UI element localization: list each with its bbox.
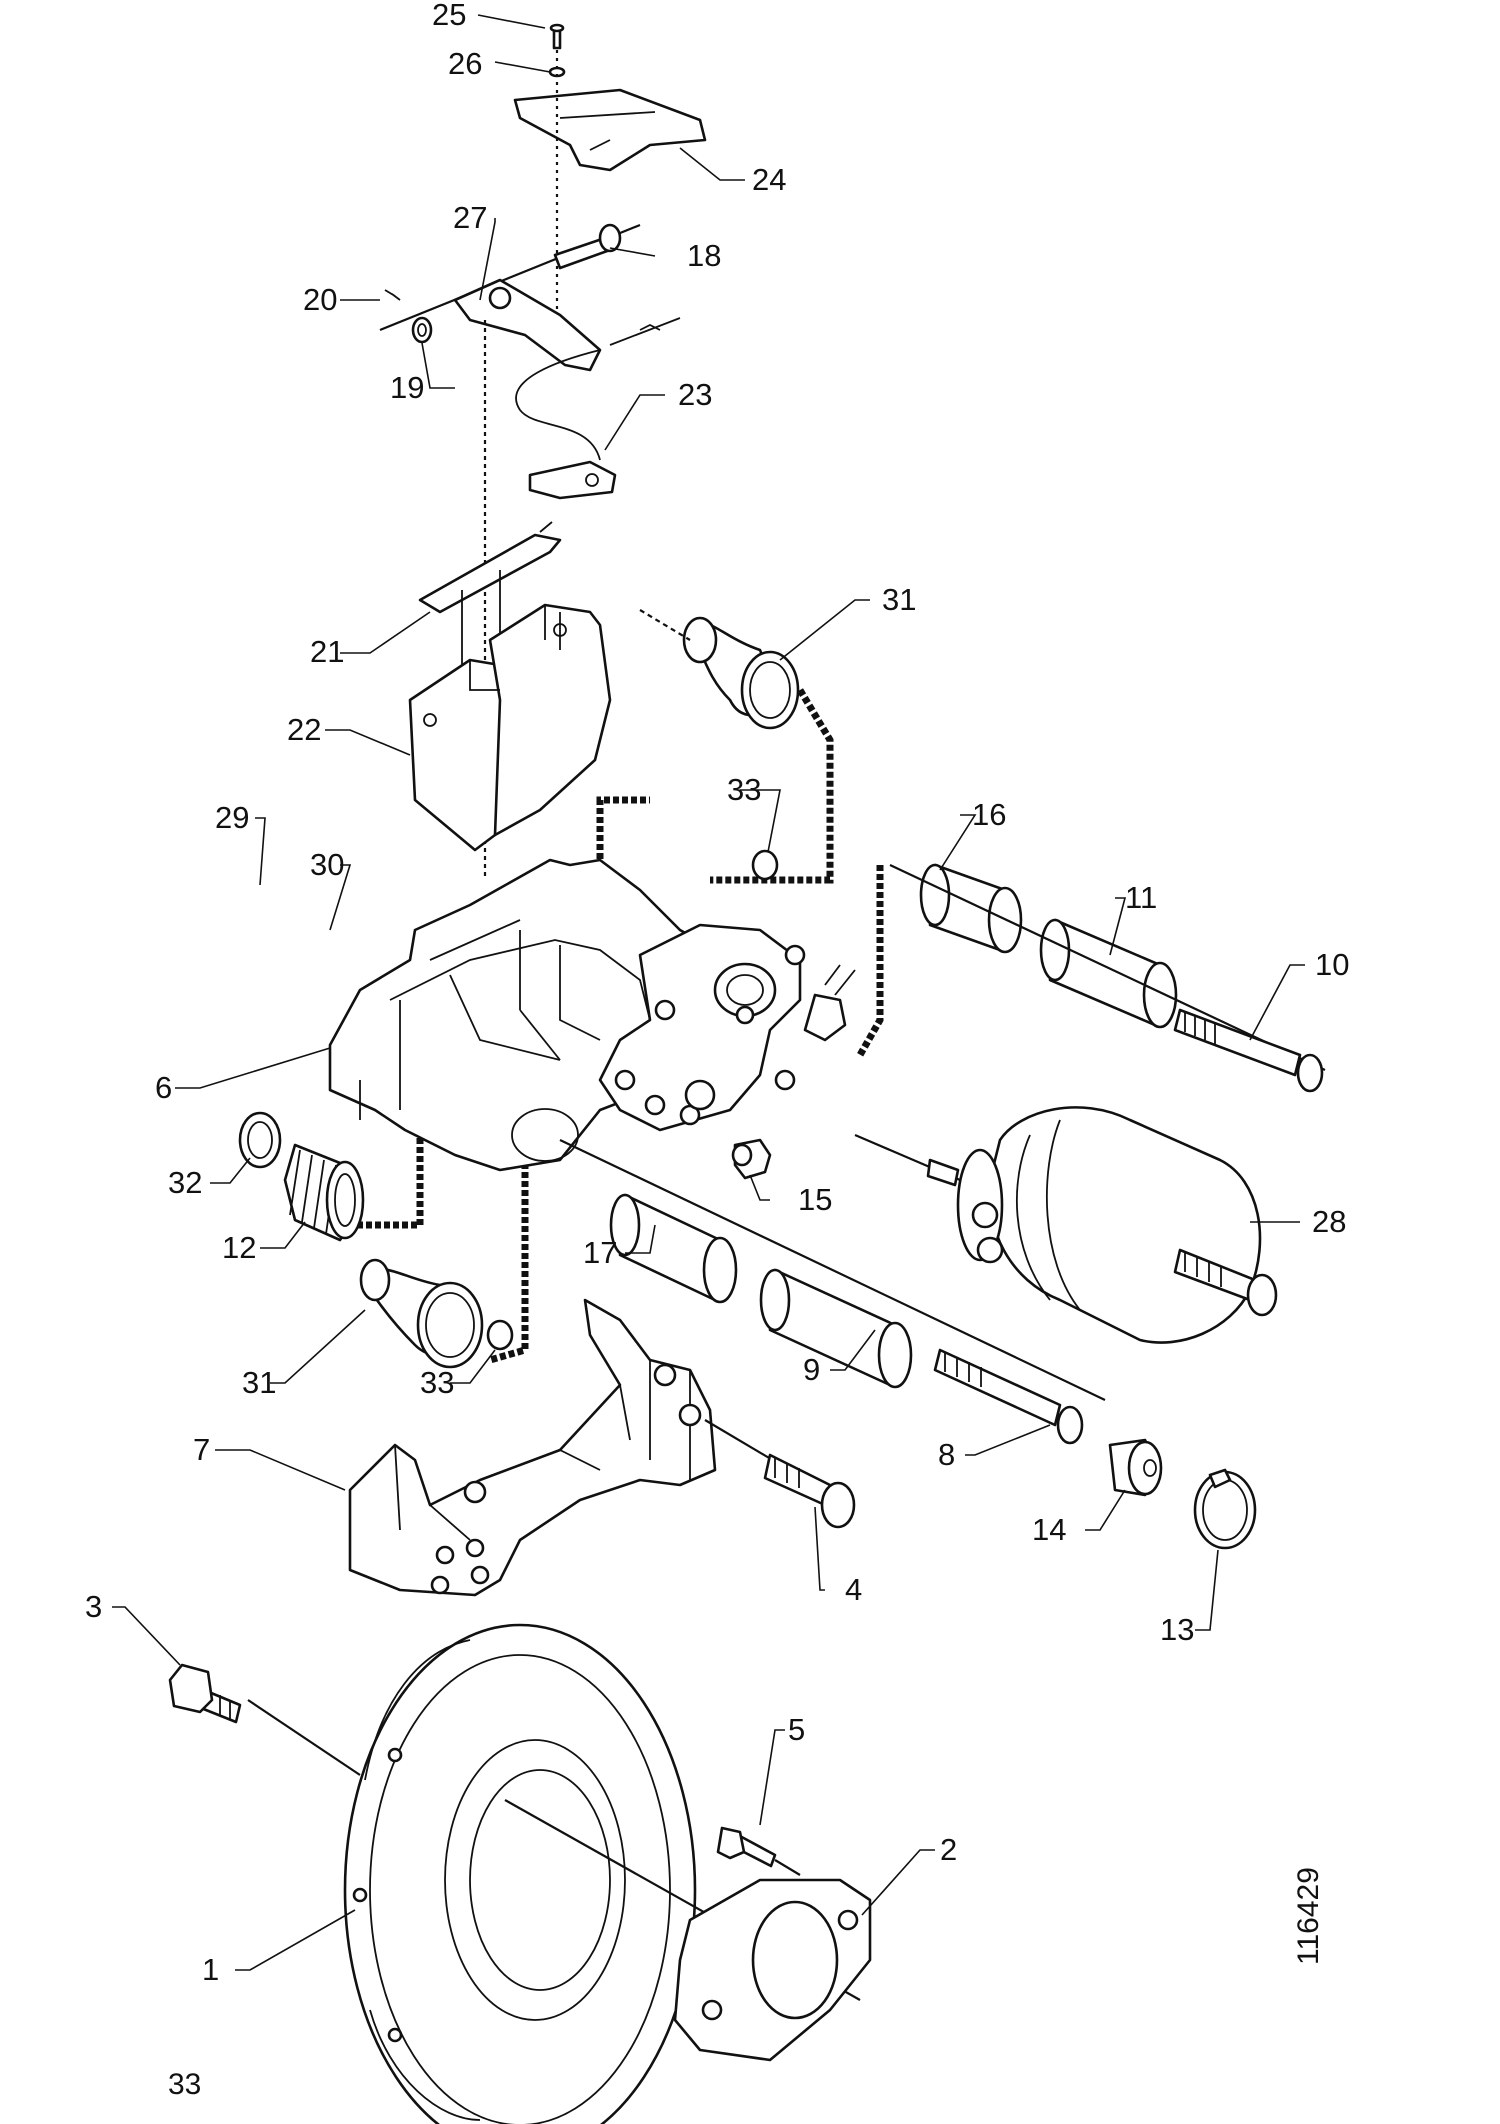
seal-ring-upper [751,849,779,881]
washer-and-clip [384,289,433,344]
callout-13: 13 [1160,1612,1194,1647]
callout-12: 12 [222,1230,256,1265]
callout-31a: 31 [882,582,916,617]
seal-ring-lower [486,1319,514,1351]
callout-33a: 33 [727,772,761,807]
dust-bellow-lower [359,1258,484,1369]
callout-1: 1 [202,1952,219,1987]
spring-clip [453,278,602,372]
callout-3: 3 [85,1589,102,1624]
pad-pin [379,223,641,332]
callout-24: 24 [752,162,786,197]
small-bolt [716,1826,801,1876]
pad-retainer-bracket [513,88,707,172]
callout-2: 2 [940,1832,957,1867]
callout-labels: 25 26 24 27 18 20 19 23 31 21 22 33 16 2… [85,0,1349,1987]
callout-23: 23 [678,377,712,412]
page-number: 33 [168,2068,201,2101]
brake-chamber [854,1106,1278,1344]
callout-18: 18 [687,238,721,273]
callout-31b: 31 [242,1365,276,1400]
guide-bolt-lower [933,1348,1084,1445]
cap [731,1138,772,1180]
callout-30: 30 [310,847,344,882]
callout-11: 11 [1125,880,1157,915]
plug [1108,1438,1163,1497]
callout-9: 9 [803,1352,820,1387]
brake-pads [408,603,612,852]
guide-sleeve-lower [609,1193,738,1304]
callout-10: 10 [1315,947,1349,982]
callout-20: 20 [303,282,337,317]
callout-33b: 33 [420,1365,454,1400]
callout-7: 7 [193,1432,210,1467]
callout-32: 32 [168,1165,202,1200]
leader-lines [112,14,1305,1971]
callout-16: 16 [972,797,1006,832]
guide-sleeve-upper [919,863,1023,954]
callout-14: 14 [1032,1512,1066,1547]
callout-15: 15 [798,1182,832,1217]
callout-27: 27 [453,200,487,235]
wear-sensor [515,317,681,500]
figure-id: 116429 [1292,1867,1325,1965]
callout-22: 22 [287,712,321,747]
bellows-left [283,1143,365,1242]
bushing-upper [1039,918,1178,1029]
seal-ring-left [238,1111,282,1169]
callout-21: 21 [310,634,344,669]
callout-6: 6 [155,1070,172,1105]
callout-25: 25 [432,0,466,32]
screw-and-washer [548,23,566,320]
callout-29: 29 [215,800,249,835]
circlip [1193,1468,1257,1550]
callout-5: 5 [788,1712,805,1747]
callout-17: 17 [583,1235,617,1270]
caliper-flange [598,923,856,1132]
dust-bellow-upper [682,616,800,730]
disc-bolt [168,1663,242,1724]
bushing-lower [759,1268,913,1389]
callout-19: 19 [390,370,424,405]
caliper-carrier [348,1298,717,1597]
hub-flange [673,1878,872,2062]
brake-disc [343,1623,697,2124]
carrier-bolt [704,1419,856,1529]
callout-28: 28 [1312,1204,1346,1239]
pad-spring [418,521,562,665]
callout-26: 26 [448,46,482,81]
callout-4: 4 [845,1572,862,1607]
callout-8: 8 [938,1437,955,1472]
